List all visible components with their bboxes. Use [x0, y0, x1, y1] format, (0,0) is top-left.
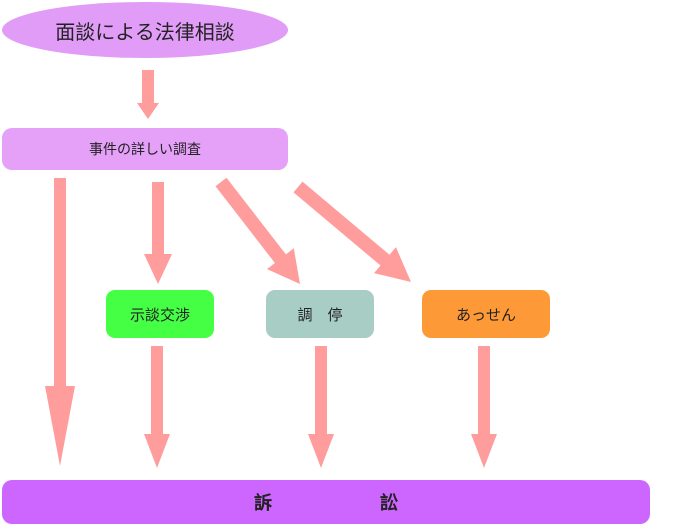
arrow-investigation-to-mediation: [215, 177, 300, 284]
arrow-conciliation-to-lawsuit: [471, 346, 497, 468]
arrow-settlement-to-lawsuit: [144, 346, 170, 468]
settlement-negotiation-node: 示談交渉: [106, 290, 214, 338]
arrow-investigation-to-settlement: [144, 182, 172, 284]
arrow-mediation-to-lawsuit: [308, 346, 334, 468]
arrow-investigation-to-lawsuit: [45, 178, 75, 466]
arrow-investigation-to-conciliation: [293, 181, 411, 282]
mediation-node: 調 停: [266, 290, 374, 338]
lawsuit-node: 訴 訟: [2, 480, 650, 524]
consultation-node: 面談による法律相談: [2, 2, 288, 58]
conciliation-node: あっせん: [422, 290, 550, 338]
arrow-consult-to-investigation: [137, 70, 159, 119]
investigation-node: 事件の詳しい調査: [2, 128, 288, 170]
